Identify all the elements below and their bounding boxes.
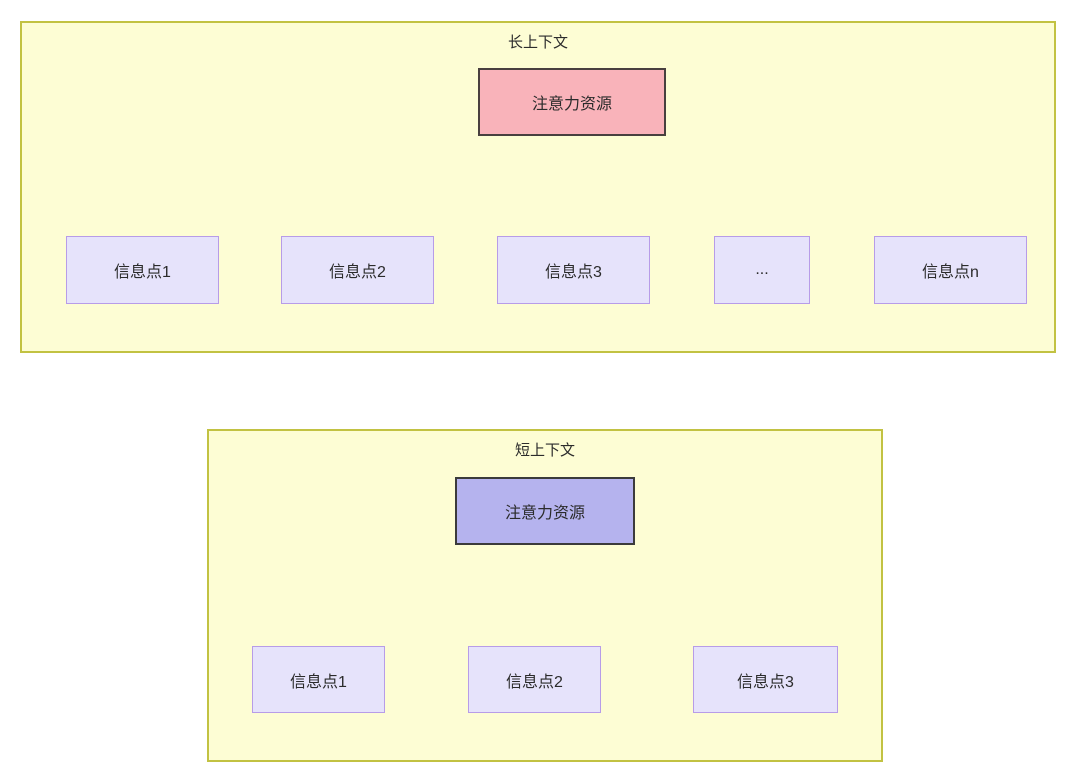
node-label: 信息点3 <box>545 264 602 281</box>
node-label: 信息点2 <box>506 673 563 691</box>
node-long-info-2[interactable]: 信息点2 <box>281 236 434 304</box>
node-long-info-3[interactable]: 信息点3 <box>497 236 650 304</box>
node-label: 信息点3 <box>737 673 794 691</box>
node-label: 注意力资源 <box>531 96 612 113</box>
group-title-short-context: 短上下文 <box>514 442 575 459</box>
node-short-info-2[interactable]: 信息点2 <box>468 646 601 713</box>
node-long-info-ellipsis[interactable]: ... <box>714 236 810 304</box>
node-label: ... <box>755 261 769 278</box>
node-label: 信息点2 <box>329 264 386 281</box>
group-title-long-context: 长上下文 <box>507 34 568 51</box>
node-short-attention[interactable]: 注意力资源 <box>455 477 635 545</box>
node-short-info-3[interactable]: 信息点3 <box>693 646 838 713</box>
node-long-attention[interactable]: 注意力资源 <box>478 68 666 136</box>
node-label: 注意力资源 <box>504 505 585 522</box>
node-label: 信息点n <box>922 264 979 281</box>
node-label: 信息点1 <box>114 264 171 281</box>
node-label: 信息点1 <box>290 673 347 691</box>
node-short-info-1[interactable]: 信息点1 <box>252 646 385 713</box>
node-long-info-n[interactable]: 信息点n <box>874 236 1027 304</box>
node-long-info-1[interactable]: 信息点1 <box>66 236 219 304</box>
